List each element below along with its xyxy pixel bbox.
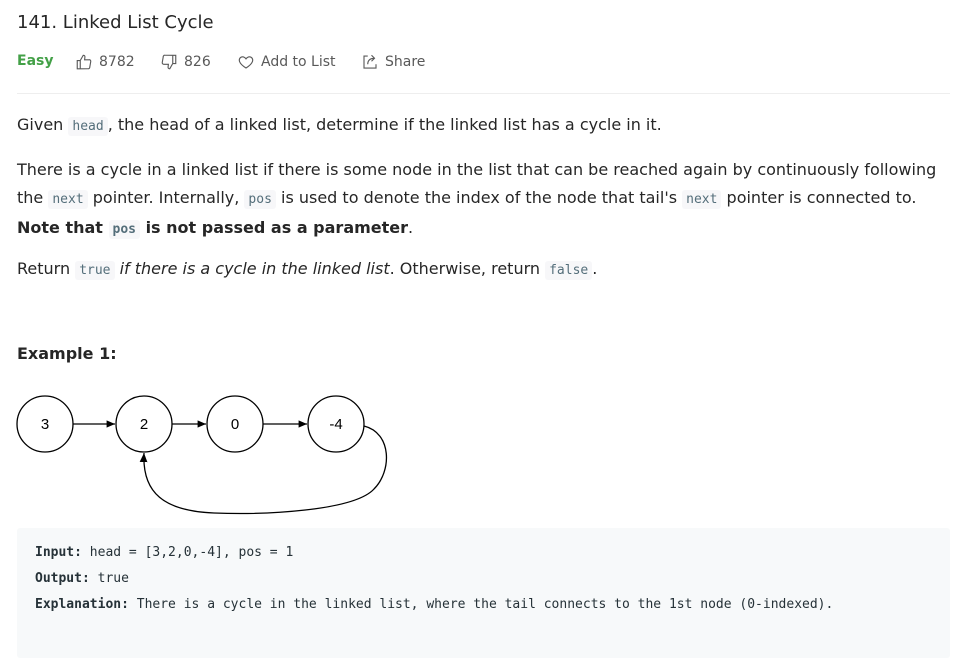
inline-code: next: [48, 190, 88, 209]
explanation-label: Explanation:: [35, 597, 129, 612]
dislike-button[interactable]: 826: [160, 53, 211, 71]
share-label: Share: [385, 54, 426, 70]
list-node-circle: [307, 395, 365, 453]
add-to-list-label: Add to List: [261, 54, 336, 70]
inline-code: head: [68, 117, 108, 136]
dislikes-count: 826: [184, 54, 211, 70]
example-title: Example 1:: [17, 344, 117, 363]
likes-count: 8782: [99, 54, 135, 70]
input-label: Input:: [35, 545, 82, 560]
divider: [17, 93, 950, 94]
thumbs-down-icon: [161, 54, 177, 70]
description-paragraph-3: Return true if there is a cycle in the l…: [17, 259, 598, 280]
output-label: Output:: [35, 571, 90, 586]
example-code-block: Input: head = [3,2,0,-4], pos = 1 Output…: [17, 528, 950, 658]
node-value: 3: [41, 416, 49, 433]
inline-code: pos: [244, 190, 276, 209]
heart-icon: [238, 56, 254, 69]
add-to-list-button[interactable]: Add to List: [237, 53, 336, 71]
output-value: true: [89, 571, 129, 586]
node-value: -4: [329, 416, 342, 433]
like-button[interactable]: 8782: [75, 53, 135, 71]
note-bold-text: Note that pos is not passed as a paramet…: [17, 218, 409, 239]
difficulty-badge: Easy: [17, 53, 54, 69]
cycle-arrow: [139, 425, 387, 515]
thumbs-up-icon: [76, 54, 92, 70]
description-paragraph-1: Given head, the head of a linked list, d…: [17, 115, 662, 136]
linked-list-diagram: 3 2 0 -4: [16, 395, 387, 515]
node-value: 2: [140, 416, 148, 433]
input-value: head = [3,2,0,-4], pos = 1: [81, 545, 294, 560]
problem-meta-bar: Easy 8782 826 Add to List Share: [17, 53, 950, 75]
inline-code: false: [545, 261, 593, 280]
problem-title: 141. Linked List Cycle: [17, 12, 214, 33]
node-value: 0: [231, 416, 239, 433]
inline-code: next: [682, 190, 722, 209]
share-icon: [363, 54, 377, 69]
share-button[interactable]: Share: [361, 53, 425, 71]
inline-code: pos: [108, 220, 140, 239]
description-paragraph-2: There is a cycle in a linked list if the…: [17, 160, 937, 239]
inline-code: true: [75, 261, 115, 280]
explanation-value: There is a cycle in the linked list, whe…: [128, 597, 834, 612]
